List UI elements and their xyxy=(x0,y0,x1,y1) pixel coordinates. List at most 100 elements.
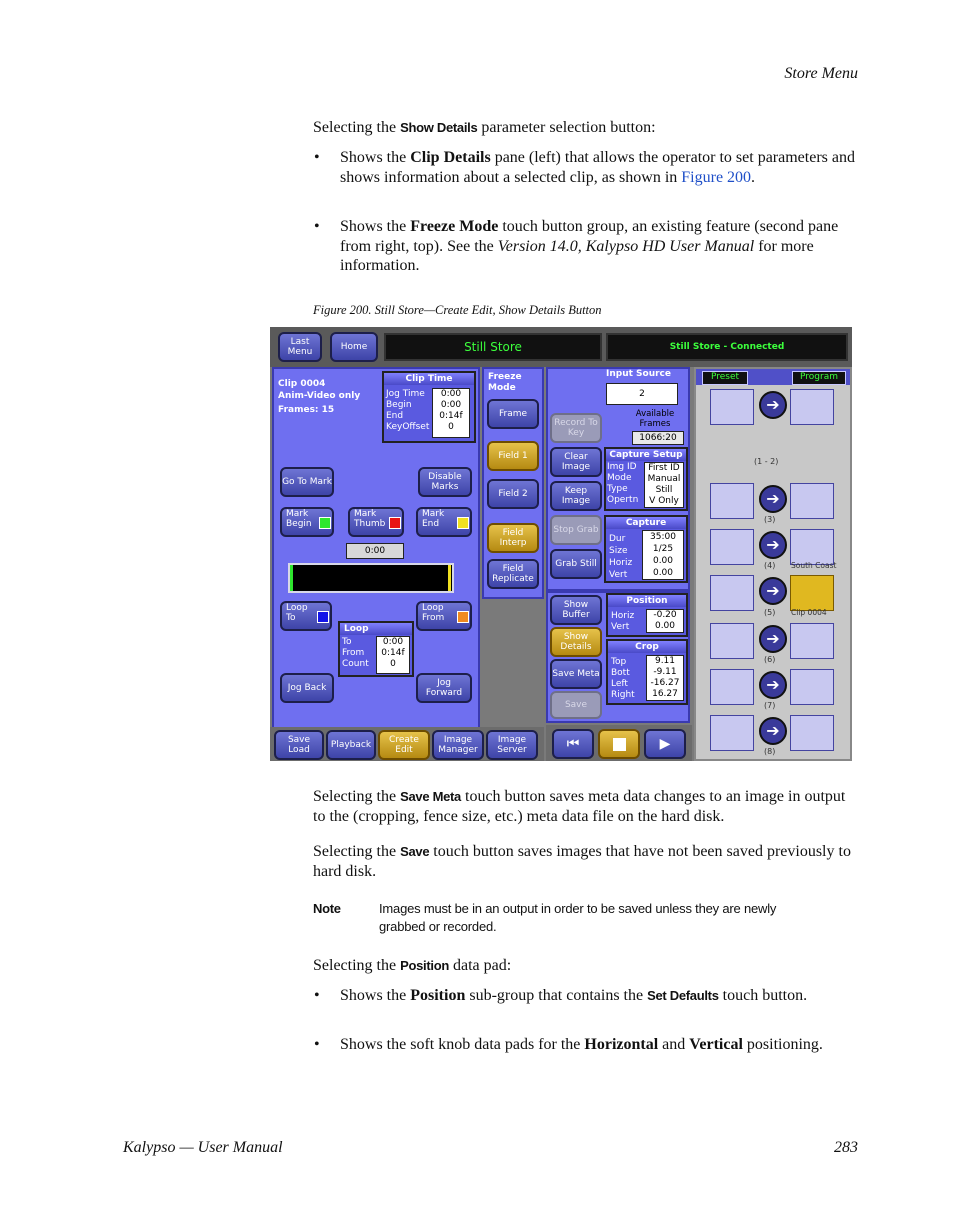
keep-image-button[interactable]: Keep Image xyxy=(550,481,602,511)
footer-title: Kalypso — User Manual xyxy=(123,1139,283,1156)
preset-slot[interactable] xyxy=(710,669,754,705)
program-label: Program xyxy=(792,371,846,385)
preset-slot[interactable] xyxy=(710,389,754,425)
available-frames-value: 1066:20 xyxy=(632,431,684,445)
note-label: Note xyxy=(313,901,341,916)
home-button[interactable]: Home xyxy=(330,332,378,362)
jog-forward-button[interactable]: Jog Forward xyxy=(416,673,472,703)
figure-caption: Figure 200. Still Store—Create Edit, Sho… xyxy=(313,303,602,317)
image-manager-tab[interactable]: Image Manager xyxy=(432,730,484,760)
save-button[interactable]: Save xyxy=(550,691,602,719)
program-slot[interactable] xyxy=(790,529,834,565)
output-row-label: (1 - 2) xyxy=(754,457,779,466)
loop-value: 0:14f xyxy=(381,648,405,658)
preset-slot[interactable] xyxy=(710,575,754,611)
preset-slot[interactable] xyxy=(710,623,754,659)
program-slot[interactable] xyxy=(790,715,834,751)
paragraph-text: Selecting the xyxy=(313,843,401,860)
green-indicator xyxy=(319,517,331,529)
position-label: Horiz xyxy=(611,611,635,621)
save-meta-button[interactable]: Save Meta xyxy=(550,659,602,689)
crop-group: Crop Top Bott Left Right 9.11 -9.11 -16.… xyxy=(606,639,688,705)
crop-value: -9.11 xyxy=(653,667,677,677)
program-slot[interactable] xyxy=(790,669,834,705)
input-source-field[interactable]: 2 xyxy=(606,383,678,405)
program-slot[interactable] xyxy=(790,623,834,659)
crop-values[interactable]: 9.11 -9.11 -16.27 16.27 xyxy=(646,655,684,701)
program-slot[interactable] xyxy=(790,389,834,425)
go-to-mark-button[interactable]: Go To Mark xyxy=(280,467,334,497)
record-to-key-button[interactable]: Record To Key xyxy=(550,413,602,443)
crop-label: Right xyxy=(611,690,635,700)
create-edit-tab[interactable]: Create Edit xyxy=(378,730,430,760)
field-1-button[interactable]: Field 1 xyxy=(487,441,539,471)
program-clip-name: South Coast xyxy=(791,561,837,570)
paragraph-text: Selecting the xyxy=(313,957,401,974)
crop-value: -16.27 xyxy=(650,678,680,688)
jog-back-button[interactable]: Jog Back xyxy=(280,673,334,703)
bullet-item: • Shows the Freeze Mode touch button gro… xyxy=(314,217,858,276)
bullet-text: Shows the soft knob data pads for the xyxy=(340,1036,585,1053)
loop-from-button[interactable]: Loop From xyxy=(416,601,472,631)
take-arrow-icon[interactable]: ➔ xyxy=(759,671,787,699)
capture-values[interactable]: 35:00 1/25 0.00 0.00 xyxy=(642,530,684,580)
frame-button[interactable]: Frame xyxy=(487,399,539,429)
take-arrow-icon[interactable]: ➔ xyxy=(759,625,787,653)
take-arrow-icon[interactable]: ➔ xyxy=(759,717,787,745)
mark-thumb-label: Mark Thumb xyxy=(354,509,386,529)
field-interp-button[interactable]: Field Interp xyxy=(487,523,539,553)
bullet-bold: Freeze Mode xyxy=(410,218,499,235)
take-arrow-icon[interactable]: ➔ xyxy=(759,485,787,513)
loop-to-button[interactable]: Loop To xyxy=(280,601,332,631)
play-icon[interactable]: ▶ xyxy=(644,729,686,759)
clear-image-button[interactable]: Clear Image xyxy=(550,447,602,477)
crop-label: Left xyxy=(611,679,628,689)
stop-grab-button[interactable]: Stop Grab xyxy=(550,515,602,545)
save-load-tab[interactable]: Save Load xyxy=(274,730,324,760)
field-replicate-button[interactable]: Field Replicate xyxy=(487,559,539,589)
mark-thumb-button[interactable]: Mark Thumb xyxy=(348,507,404,537)
show-buffer-button[interactable]: Show Buffer xyxy=(550,595,602,625)
clip-type: Anim-Video only xyxy=(278,391,361,401)
clip-time-value: 0:00 xyxy=(440,400,462,410)
crop-title: Crop xyxy=(608,641,686,653)
bullet-text: positioning. xyxy=(742,1036,823,1053)
last-menu-button[interactable]: Last Menu xyxy=(278,332,322,362)
disable-marks-button[interactable]: Disable Marks xyxy=(418,467,472,497)
take-arrow-icon[interactable]: ➔ xyxy=(759,391,787,419)
output-row-label: (8) xyxy=(764,747,776,756)
position-labels: Horiz Vert xyxy=(611,611,634,633)
preset-label: Preset xyxy=(702,371,748,385)
show-details-button[interactable]: Show Details xyxy=(550,627,602,657)
figure-link[interactable]: Figure 200 xyxy=(681,168,752,186)
capture-setup-group: Capture Setup Img ID Mode Type Opertn Fi… xyxy=(604,447,688,511)
playback-tab[interactable]: Playback xyxy=(326,730,376,760)
output-row-label: (3) xyxy=(764,515,776,524)
take-arrow-icon[interactable]: ➔ xyxy=(759,577,787,605)
clip-time-label: End xyxy=(386,411,404,421)
capture-setup-value: Still xyxy=(655,485,673,495)
preset-slot[interactable] xyxy=(710,529,754,565)
position-values[interactable]: -0.20 0.00 xyxy=(646,609,684,633)
mark-begin-button[interactable]: Mark Begin xyxy=(280,507,334,537)
image-server-tab[interactable]: Image Server xyxy=(486,730,538,760)
capture-label: Size xyxy=(609,546,628,556)
field-2-button[interactable]: Field 2 xyxy=(487,479,539,509)
preset-slot[interactable] xyxy=(710,715,754,751)
position-group[interactable]: Position Horiz Vert -0.20 0.00 xyxy=(606,593,688,637)
mark-end-button[interactable]: Mark End xyxy=(416,507,472,537)
capture-setup-value: V Only xyxy=(649,496,679,506)
grab-still-button[interactable]: Grab Still xyxy=(550,549,602,579)
program-slot[interactable] xyxy=(790,483,834,519)
take-arrow-icon[interactable]: ➔ xyxy=(759,531,787,559)
preset-slot[interactable] xyxy=(710,483,754,519)
timeline-scrubber[interactable] xyxy=(288,563,454,593)
yellow-indicator xyxy=(457,517,469,529)
stop-icon[interactable] xyxy=(598,729,640,759)
clip-time-values[interactable]: 0:00 0:00 0:14f 0 xyxy=(432,388,470,438)
bullet-bold: Vertical xyxy=(689,1036,743,1053)
loop-values[interactable]: 0:00 0:14f 0 xyxy=(376,636,410,674)
program-slot-active[interactable] xyxy=(790,575,834,611)
rewind-icon[interactable]: ⏮ xyxy=(552,729,594,759)
capture-setup-values[interactable]: First ID Manual Still V Only xyxy=(644,462,684,508)
